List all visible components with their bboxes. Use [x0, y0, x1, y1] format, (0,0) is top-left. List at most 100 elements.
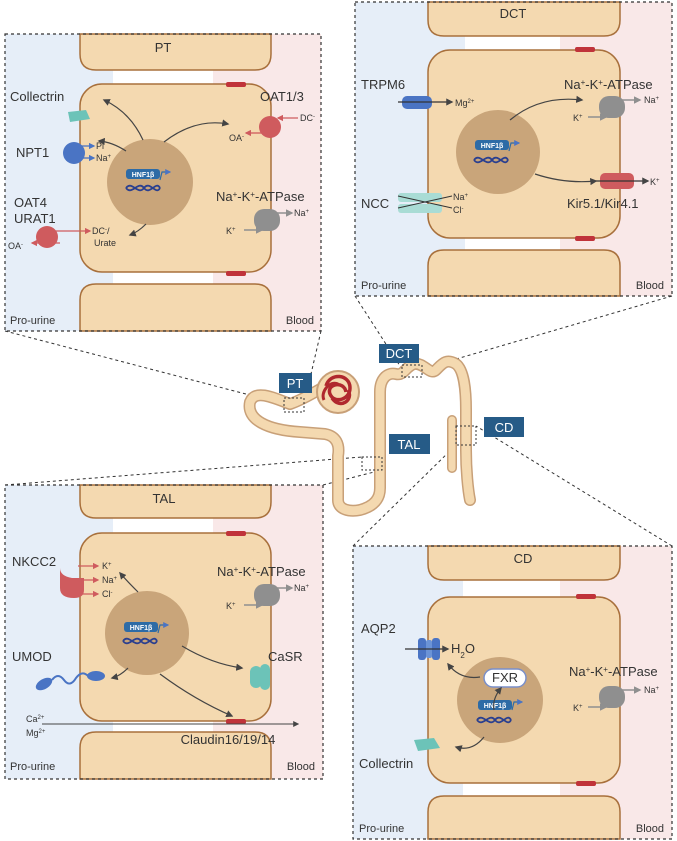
cd-nak-atpase-label: Na+-K+-ATPase [569, 664, 658, 679]
tal-arrow-claudin [159, 673, 234, 718]
dct-panel: DCT Pro-urine Blood HNF1β TRPM6 Mg2+ NCC… [354, 1, 673, 297]
dct-kir-label: Kir5.1/Kir4.1 [567, 196, 639, 211]
dct-ncc-transporter [398, 193, 442, 202]
tal-zoom-box [361, 456, 383, 471]
pt-pro-urine-label: Pro-urine [10, 315, 55, 327]
pt-dc-right-label: DC- [300, 113, 315, 123]
dct-nak-atpase-label: Na+-K+-ATPase [564, 77, 653, 92]
dct-tight-junction-top [575, 47, 595, 52]
tal-umod-protein [35, 671, 105, 691]
pt-k-in-label: K+ [226, 226, 236, 236]
cd-arrow-collectrin [454, 736, 485, 753]
pt-collectrin-label: Collectrin [10, 89, 64, 104]
pt-oa-right-label: OA- [229, 133, 244, 143]
tal-nak-atpase-label: Na+-K+-ATPase [217, 564, 306, 579]
cd-panel: CD Pro-urine Blood HNF1β FXR AQP2 H2O Na… [352, 545, 673, 840]
dct-zoom-box [401, 364, 423, 378]
dct-na-label: Na+ [453, 192, 469, 202]
dct-trpm6-label: TRPM6 [361, 77, 405, 92]
tal-blood-label: Blood [287, 761, 315, 773]
glomerulus [316, 370, 360, 414]
pt-nak-atpase-label: Na+-K+-ATPase [216, 189, 305, 204]
pt-lower-cell [79, 283, 272, 332]
pt-hnf1b-label: HNF1β [132, 172, 155, 179]
cd-hnf1b-label: HNF1β [484, 703, 507, 710]
cd-collectrin-label: Collectrin [359, 756, 413, 771]
pt-pi-label: Pi [96, 141, 104, 151]
cd-pro-urine-label: Pro-urine [359, 823, 404, 835]
cd-tight-junction-top [576, 594, 596, 599]
pt-oat13-transporter [259, 116, 281, 138]
cd-nak-atpase-pump [599, 686, 625, 708]
pt-oat13-label: OAT1/3 [260, 89, 304, 104]
cd-na-out-label: Na+ [644, 685, 660, 695]
pt-arrow-collectrin [102, 99, 144, 141]
pt-arrow-oat13 [163, 119, 230, 143]
pt-urat1-label: URAT1 [14, 211, 56, 226]
dct-nak-atpase-pump [599, 96, 625, 118]
zoom-connectors [4, 295, 673, 547]
pt-npt1-transporter [63, 142, 85, 164]
tal-title: TAL [153, 491, 176, 506]
dct-tight-junction-bottom [575, 236, 595, 241]
pt-arrow-npt1 [97, 137, 127, 152]
pt-nak-atpase-pump [254, 209, 280, 231]
tal-arrow-nkcc2 [119, 571, 139, 593]
pt-dc-label: DC-/ [92, 226, 110, 236]
cd-collectrin-protein [414, 738, 440, 751]
dct-segment-tag: DCT [379, 344, 419, 363]
cd-arrow-aqp2 [447, 662, 481, 679]
dct-cl-label: Cl- [453, 205, 464, 215]
dct-arrow-kir [534, 173, 598, 186]
pt-arrow-oat4 [128, 223, 147, 237]
dct-k-in-label: K+ [573, 113, 583, 123]
tal-ca-label: Ca2+ [26, 714, 45, 724]
dct-arrow-atpase [509, 95, 584, 121]
dct-hnf1b-label: HNF1β [481, 143, 504, 150]
pt-blood-label: Blood [286, 315, 314, 327]
tal-nkcc2-transporter [60, 568, 84, 598]
cd-blood-label: Blood [636, 823, 664, 835]
cd-arrow-fxr [493, 686, 502, 711]
dct-upper-cell [427, 1, 621, 37]
tal-tight-junction-bottom [226, 719, 246, 724]
cd-k-in-label: K+ [573, 703, 583, 713]
pt-panel-border [4, 33, 322, 332]
cd-lower-cell [427, 795, 621, 840]
dct-title: DCT [500, 6, 527, 21]
pt-upper-cell [79, 33, 272, 71]
nephron-illustration: PT DCT TAL CD [4, 295, 673, 547]
pt-collectrin-protein [68, 110, 90, 122]
dct-blood-label: Blood [636, 280, 664, 292]
dct-na-out-label: Na+ [644, 95, 660, 105]
cd-upper-cell [427, 545, 621, 581]
dct-nucleus: HNF1β [456, 110, 540, 194]
tal-arrow-casr [181, 645, 244, 671]
dct-ncc-label: NCC [361, 196, 389, 211]
tal-casr-label: CaSR [268, 649, 303, 664]
tal-mg-label: Mg2+ [26, 728, 46, 738]
tal-claudin-label: Claudin16/19/14 [181, 732, 276, 747]
tal-umod-label: UMOD [12, 649, 52, 664]
pt-oat4-label: OAT4 [14, 195, 47, 210]
cd-h2o-label: H2O [451, 641, 475, 660]
cd-title: CD [514, 551, 533, 566]
tal-segment-label: TAL [398, 437, 421, 452]
tal-panel: TAL Pro-urine Blood HNF1β NKCC2 K+ Na+ C… [4, 484, 324, 780]
tal-upper-cell [79, 484, 272, 519]
cd-tight-junction-bottom [576, 781, 596, 786]
tal-nak-atpase-pump [254, 584, 280, 606]
tal-k-in-label: K+ [226, 601, 236, 611]
tal-na-out-label: Na+ [294, 583, 310, 593]
pt-na-out-label: Na+ [294, 208, 310, 218]
cd-segment-label: CD [495, 420, 514, 435]
cd-segment-tag: CD [484, 417, 524, 437]
tal-nkcc2-label: NKCC2 [12, 554, 56, 569]
tal-tight-junction-top [226, 531, 246, 536]
dct-k-out-label: K+ [650, 177, 660, 187]
pt-nucleus: HNF1β [107, 139, 193, 225]
tal-hnf1b-label: HNF1β [130, 625, 153, 632]
cd-aqp2-label: AQP2 [361, 621, 396, 636]
pt-panel: PT Pro-urine Blood HNF1β Collectrin NPT1… [4, 33, 322, 332]
pt-segment-tag: PT [279, 373, 312, 393]
